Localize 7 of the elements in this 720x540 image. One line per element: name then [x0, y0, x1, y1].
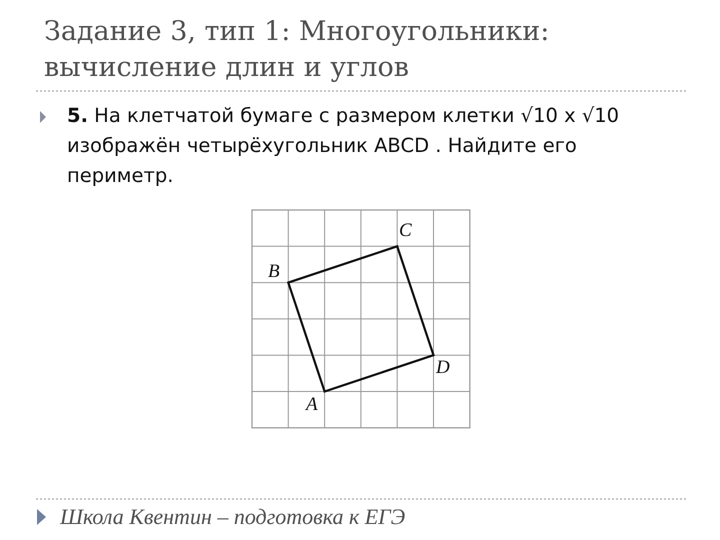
vertex-label: C	[399, 220, 412, 242]
vertex-label: A	[306, 394, 318, 416]
vertex-label: B	[268, 261, 280, 283]
vertex-label: D	[436, 357, 450, 379]
slide-title: Задание 3, тип 1: Многоугольники: вычисление длин и углов	[44, 15, 550, 85]
footer-text: Школа Квентин – подготовка к ЕГЭ	[60, 503, 406, 531]
task-text: 5. На клетчатой бумаге с размером клетки √10 x √10 изображён четырёхугольник ABCD . Найдите его периметр.	[67, 103, 620, 189]
